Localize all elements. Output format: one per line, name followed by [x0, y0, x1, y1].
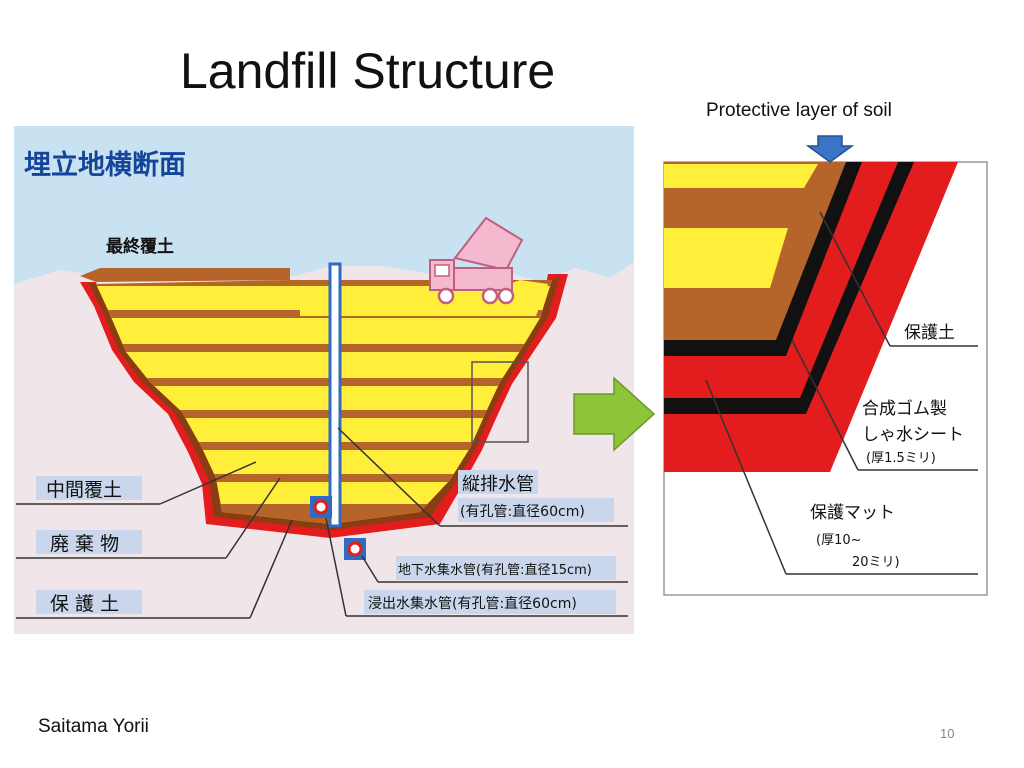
waste-layer	[664, 228, 788, 288]
liner-red	[80, 274, 568, 538]
protective-layer-caption: Protective layer of soil	[706, 100, 892, 121]
soil-layer	[96, 344, 552, 352]
vertical-pipe-label: 縦排水管	[462, 474, 534, 495]
leader-line	[337, 427, 441, 527]
soil-layer	[96, 378, 552, 386]
leader-line	[819, 211, 891, 347]
detail-protective-soil-label: 保護土	[904, 323, 955, 343]
rubber-sheet-label-2: しゃ水シート	[862, 425, 964, 445]
waste-label: 廃 棄 物	[50, 533, 119, 555]
soil-layer	[96, 474, 552, 482]
leader-line	[705, 379, 787, 575]
intermediate-cover-label: 中間覆土	[46, 479, 122, 501]
leader-line	[791, 339, 859, 471]
leader-line	[159, 461, 257, 505]
vertical-drain-pipe	[328, 262, 342, 528]
slide-title: Landfill Structure	[180, 43, 556, 99]
groundwater-pipe-label: 地下水集水管(有孔管:直径15cm)	[398, 562, 592, 578]
detail-zoom-box	[471, 361, 529, 443]
zoom-arrow-icon	[573, 376, 656, 452]
waste-layer	[664, 164, 818, 188]
protective-soil-label: 保 護 土	[50, 593, 119, 615]
detail-panel: 保護土 合成ゴム製 しゃ水シート (厚1.5ミリ) 保護マット (厚10~ 20…	[663, 135, 988, 596]
rubber-sheet-label-1: 合成ゴム製	[862, 398, 947, 419]
mat-label-2: (厚10~	[816, 533, 862, 548]
groundwater-pipe-hole	[347, 541, 363, 557]
leachate-pipe-hole	[313, 499, 329, 515]
mat-label-1: 保護マット	[810, 503, 895, 523]
final-cover-soil	[80, 268, 290, 282]
soil-layer	[96, 280, 552, 286]
mat-label-3: 20ミリ)	[852, 555, 900, 570]
label-box	[458, 498, 614, 522]
waste-heap	[300, 280, 548, 316]
vertical-pipe-spec: (有孔管:直径60cm)	[460, 503, 585, 520]
label-box	[364, 590, 616, 614]
footer-location: Saitama Yorii	[38, 716, 149, 737]
label-box	[396, 556, 616, 580]
leachate-pipe-label: 浸出水集水管(有孔管:直径60cm)	[368, 595, 577, 612]
page-number: 10	[940, 726, 955, 741]
rubber-sheet-label-3: (厚1.5ミリ)	[866, 451, 936, 466]
final-cover-label: 最終覆土	[106, 236, 174, 257]
label-box	[458, 470, 538, 494]
cross-section: 埋立地横断面 最終覆土 中間覆土 廃 棄 物 保 護 土 縦排水管 (有孔管:直…	[14, 126, 634, 634]
label-box	[36, 590, 142, 614]
soil-layer	[96, 442, 552, 450]
leader-line	[325, 517, 347, 617]
label-box	[36, 476, 142, 500]
liner-black-edge	[88, 276, 560, 530]
soil-layer	[96, 410, 552, 418]
leader-line	[361, 555, 379, 583]
dump-truck-icon	[429, 216, 524, 305]
down-arrow-icon	[805, 135, 855, 163]
leader-line	[249, 519, 293, 619]
cross-section-heading: 埋立地横断面	[24, 149, 186, 181]
leader-line	[225, 477, 281, 559]
label-box	[36, 530, 142, 554]
